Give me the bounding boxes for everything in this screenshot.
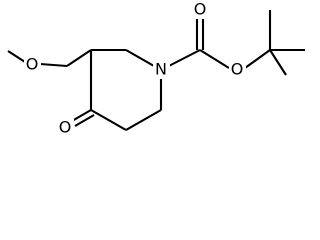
atom-label-ring-nitrogen: N xyxy=(155,60,167,79)
bond-ketone-double-2 xyxy=(74,114,95,127)
bond-methoxy-oxygen-ch2 xyxy=(39,62,68,68)
bond-carbonyl-ester-oxygen xyxy=(199,49,230,69)
chemical-structure-diagram: O N O O O xyxy=(7,0,305,137)
bond-ch2-ring-c3 xyxy=(66,49,92,67)
bond-ester-oxygen-quaternary xyxy=(244,49,271,69)
atom-labels: O N O O O xyxy=(24,0,246,137)
atom-label-methoxy-oxygen: O xyxy=(26,55,39,74)
bond-tbutyl-methyl-bottom xyxy=(269,49,287,76)
atom-label-carbonyl-oxygen: O xyxy=(194,0,207,19)
bond-ketone-double-1 xyxy=(71,109,92,122)
atom-label-ester-oxygen: O xyxy=(231,60,244,79)
bond-methyl-methoxy-oxygen xyxy=(7,50,26,63)
bond-ring-c5-c4 xyxy=(90,109,127,131)
atom-label-ketone-oxygen: O xyxy=(59,118,72,137)
bond-ring-c6-c5 xyxy=(125,109,162,131)
